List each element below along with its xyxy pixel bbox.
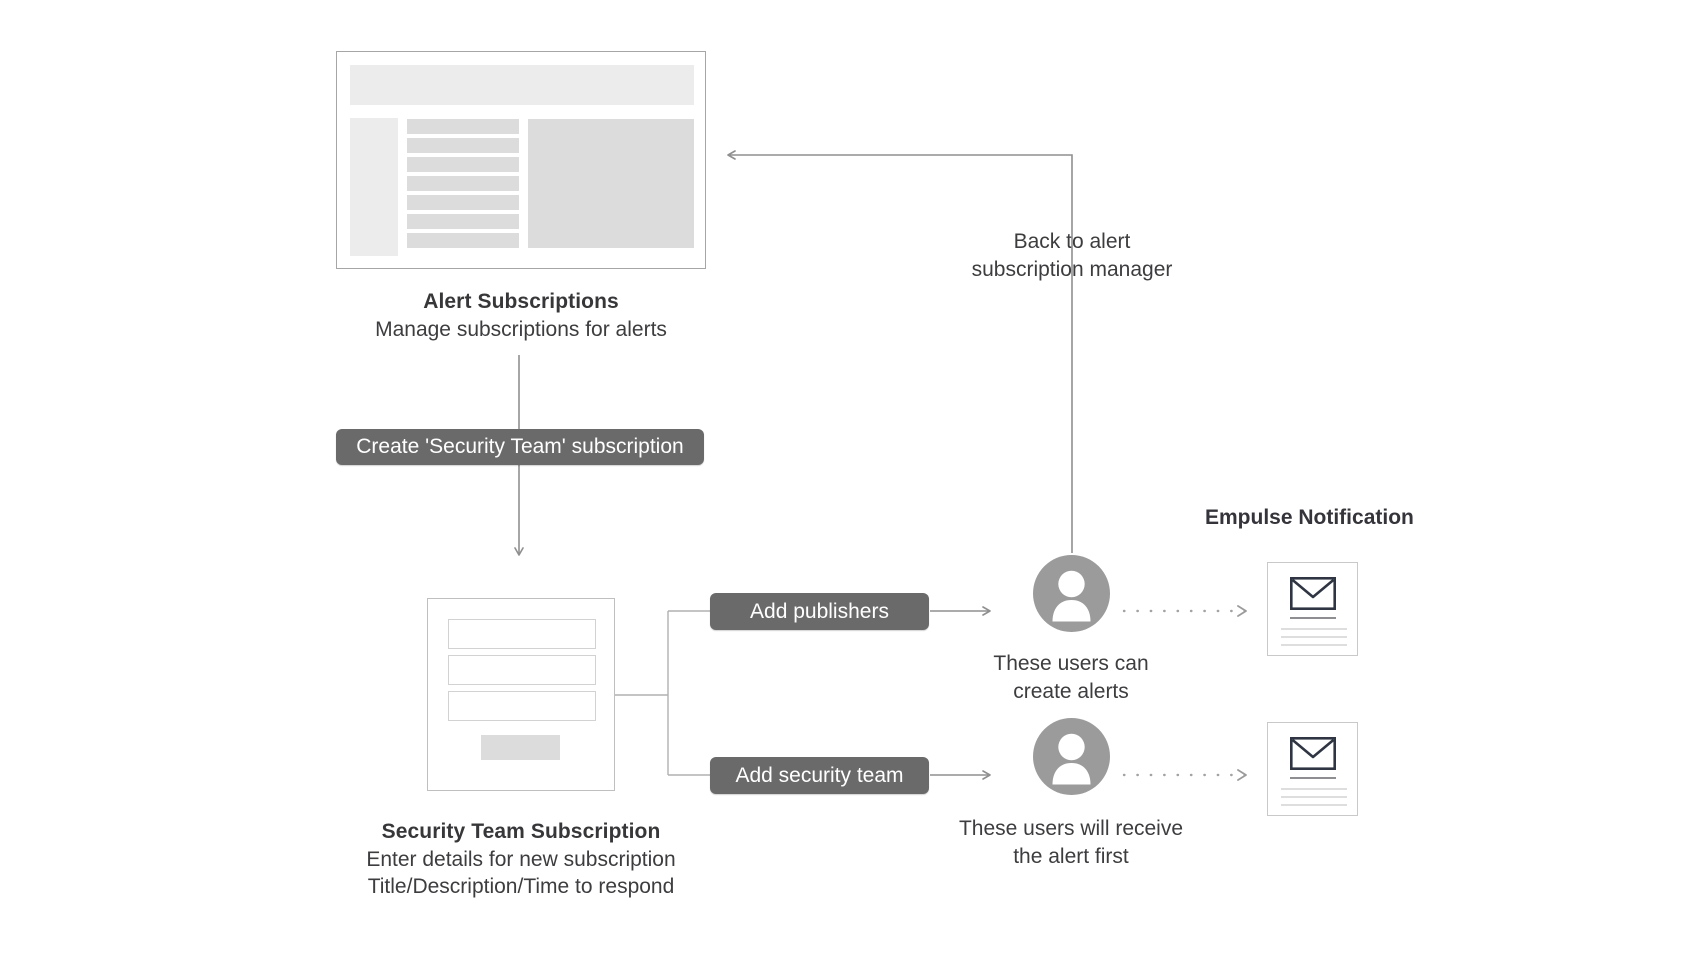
notification-line (1281, 644, 1347, 646)
mock-detail-panel (528, 119, 694, 248)
user-avatar-icon (1052, 570, 1091, 622)
publishers-notification-card[interactable] (1267, 562, 1358, 656)
security-team-avatar-caption-line1: These users will receive (958, 817, 1184, 840)
edge-label-add-publishers[interactable]: Add publishers (710, 593, 929, 630)
mock-list-row (407, 119, 519, 134)
mock-sidebar (350, 118, 398, 256)
security-team-subscription-title: Security Team Subscription (381, 820, 661, 843)
mock-list-row (407, 214, 519, 229)
empulse-notification-title: Empulse Notification (1205, 506, 1414, 529)
edge-label-add-publishers-text: Add publishers (750, 599, 889, 623)
publishers-avatar-caption-line1: These users can (993, 652, 1149, 675)
form-field-title[interactable] (448, 619, 596, 649)
edge-label-add-security-team[interactable]: Add security team (710, 757, 929, 794)
security-team-subscription-subtitle-1: Enter details for new subscription (366, 847, 676, 871)
edge-subscription-branch (615, 610, 712, 776)
security-team-subscription-caption: Security Team Subscription Enter details… (336, 818, 706, 901)
notification-line (1281, 788, 1347, 790)
security-team-notification-card[interactable] (1267, 722, 1358, 816)
mock-header-bar (350, 65, 694, 105)
security-team-avatar-caption-line2: the alert first (1013, 845, 1129, 869)
alert-subscriptions-caption: Alert Subscriptions Manage subscriptions… (336, 288, 706, 343)
publishers-avatar-caption: These users can create alerts (941, 650, 1201, 707)
notification-line (1281, 796, 1347, 798)
publishers-avatar[interactable] (1033, 555, 1110, 632)
edge-label-back-to-manager-line1: Back to alert (1013, 230, 1131, 253)
form-field-time-to-respond[interactable] (448, 691, 596, 721)
publishers-avatar-caption-line2: create alerts (1013, 680, 1129, 704)
security-team-avatar[interactable] (1033, 718, 1110, 795)
notification-line (1290, 777, 1336, 779)
alert-subscriptions-mock[interactable] (336, 51, 706, 269)
mock-list-row (407, 195, 519, 210)
security-team-subscription-subtitle-2: Title/Description/Time to respond (367, 875, 675, 899)
notification-line (1281, 636, 1347, 638)
mock-list-row (407, 157, 519, 172)
security-team-avatar-caption: These users will receive the alert first (941, 815, 1201, 872)
form-submit-button[interactable] (481, 735, 560, 760)
mock-list-row (407, 138, 519, 153)
edge-label-add-security-team-text: Add security team (735, 763, 904, 787)
edge-label-create-subscription[interactable]: Create 'Security Team' subscription (336, 429, 704, 465)
notification-line (1281, 804, 1347, 806)
mock-list-row (407, 176, 519, 191)
edge-label-create-subscription-text: Create 'Security Team' subscription (356, 435, 684, 458)
user-avatar-icon (1052, 733, 1091, 785)
alert-subscriptions-subtitle: Manage subscriptions for alerts (375, 317, 667, 341)
notification-line (1290, 617, 1336, 619)
envelope-icon (1290, 737, 1336, 770)
edge-back-to-manager (727, 150, 1073, 553)
mock-list-row (407, 233, 519, 248)
envelope-icon (1290, 577, 1336, 610)
security-team-subscription-mock[interactable] (427, 598, 615, 791)
alert-subscriptions-title: Alert Subscriptions (423, 290, 619, 313)
edge-label-back-to-manager-line2: subscription manager (971, 258, 1173, 282)
form-field-description[interactable] (448, 655, 596, 685)
edge-label-back-to-manager: Back to alert subscription manager (942, 228, 1202, 285)
notification-line (1281, 628, 1347, 630)
